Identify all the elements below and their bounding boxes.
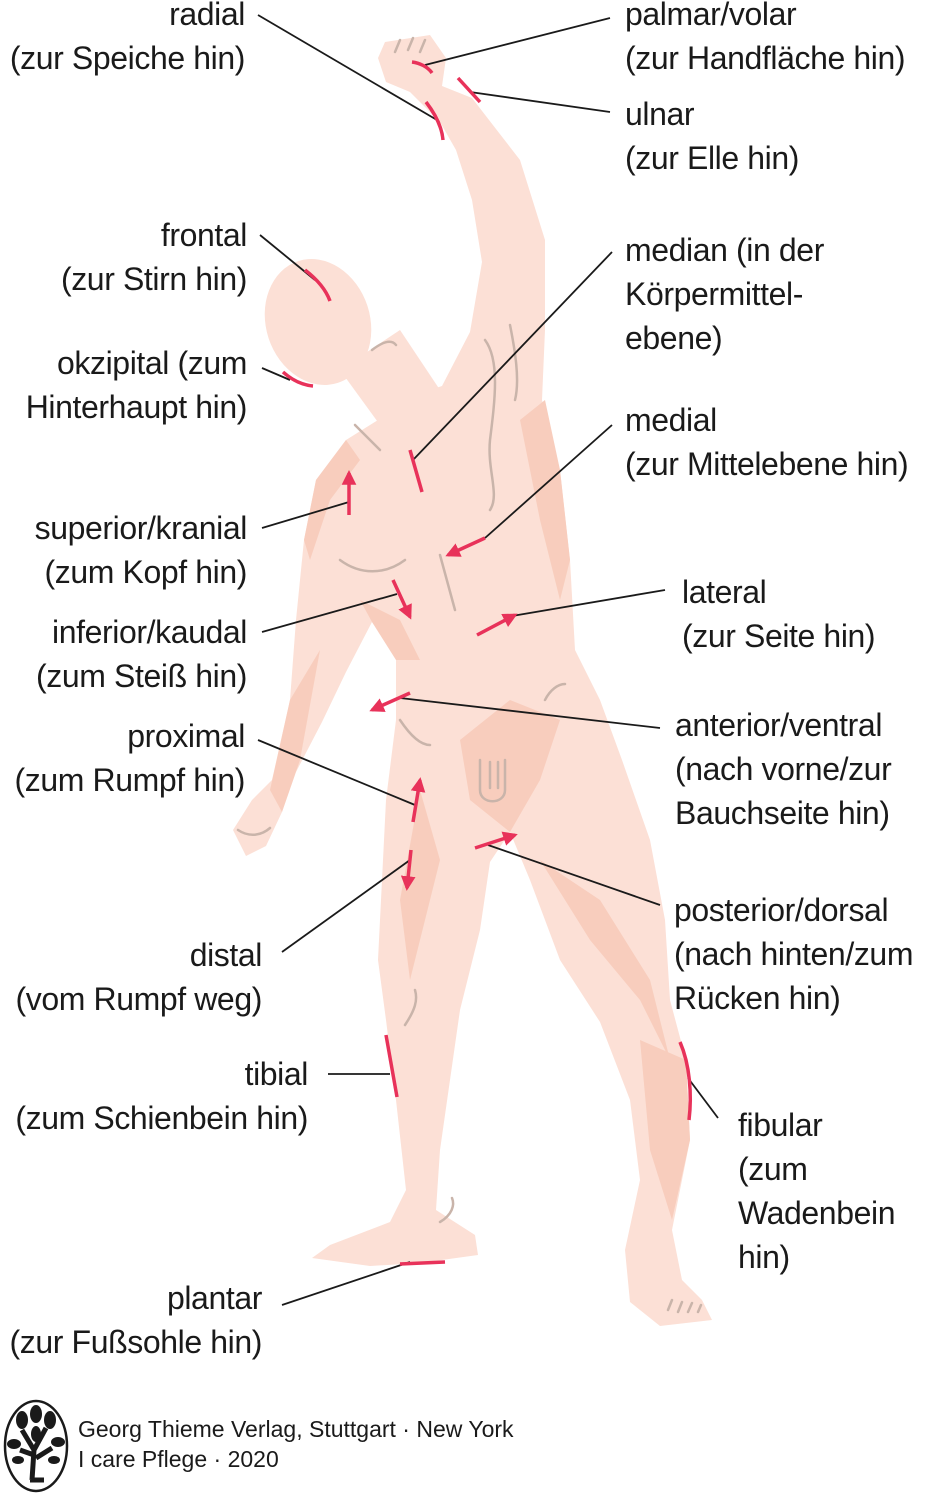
label-frontal: frontal (zur Stirn hin) <box>61 213 247 301</box>
leader-plantar <box>281 1261 411 1306</box>
marker-median <box>408 449 424 493</box>
leader-proximal <box>257 739 416 806</box>
marker-tibial <box>384 1034 399 1098</box>
leader-median <box>412 251 613 461</box>
label-term: tibial <box>244 1056 309 1092</box>
label-distal: distal (vom Rumpf weg) <box>15 933 262 1021</box>
label-description: (zur Stirn hin) <box>60 261 247 297</box>
label-median: median (in der Körpermittel- ebene) <box>625 228 824 360</box>
label-term: median (in der <box>625 232 824 268</box>
label-term: superior/kranial <box>34 510 248 546</box>
label-fibular: fibular (zum Wadenbein hin) <box>738 1103 896 1279</box>
label-description: (zum <box>738 1151 808 1187</box>
label-proximal: proximal (zum Rumpf hin) <box>14 714 245 802</box>
label-medial: medial (zur Mittelebene hin) <box>625 398 909 486</box>
leader-posterior <box>487 844 661 906</box>
leader-ulnar <box>469 91 611 113</box>
marker-plantar <box>399 1260 446 1266</box>
arrow-lateral <box>476 613 518 637</box>
publication-line: I care Pflege · 2020 <box>78 1446 279 1472</box>
label-description: (zur Mittelebene hin) <box>625 446 909 482</box>
label-term: proximal <box>127 718 245 754</box>
marker-palmar <box>411 60 434 75</box>
arrow-medial <box>445 536 486 557</box>
label-description: Hinterhaupt hin) <box>25 389 248 425</box>
publisher-credit: Georg Thieme Verlag, Stuttgart · New Yor… <box>78 1414 514 1474</box>
label-description: (zur Handfläche hin) <box>625 40 906 76</box>
label-description: (zur Seite hin) <box>682 618 876 654</box>
leader-distal <box>281 859 411 953</box>
label-palmar: palmar/volar (zur Handfläche hin) <box>625 0 906 80</box>
leader-lateral <box>511 589 666 617</box>
marker-fibular <box>678 1041 692 1121</box>
label-description: (zur Speiche hin) <box>9 40 245 76</box>
label-description: ebene) <box>625 320 723 356</box>
label-superior: superior/kranial (zum Kopf hin) <box>34 506 248 594</box>
marker-radial <box>424 100 445 141</box>
leader-inferior <box>261 593 398 633</box>
label-description: (nach vorne/zur <box>675 751 892 787</box>
label-lateral: lateral (zur Seite hin) <box>682 570 876 658</box>
leader-lines <box>257 14 719 1306</box>
label-description: Bauchseite hin) <box>675 795 890 831</box>
label-tibial: tibial (zum Schienbein hin) <box>15 1052 308 1140</box>
label-term: medial <box>625 402 717 438</box>
label-term: okzipital (zum <box>56 345 247 381</box>
marker-ulnar <box>456 76 482 104</box>
arrow-anterior <box>369 691 411 712</box>
body-silhouette <box>233 35 712 1326</box>
arrow-posterior <box>474 831 518 850</box>
leader-fibular <box>687 1077 719 1119</box>
label-plantar: plantar (zur Fußsohle hin) <box>9 1276 263 1364</box>
label-radial: radial (zur Speiche hin) <box>10 0 245 80</box>
body-shadows <box>270 400 690 1220</box>
leader-radial <box>257 14 438 121</box>
label-description: (nach hinten/zum <box>674 936 914 972</box>
label-ulnar: ulnar (zur Elle hin) <box>625 92 799 180</box>
label-term: plantar <box>166 1280 262 1316</box>
arrow-distal <box>400 849 416 891</box>
marker-okzipital <box>281 370 314 388</box>
label-term: posterior/dorsal <box>674 892 889 928</box>
label-description: (zum Kopf hin) <box>44 554 248 590</box>
label-term: anterior/ventral <box>675 707 883 743</box>
label-description: hin) <box>738 1239 790 1275</box>
leader-anterior <box>399 697 661 729</box>
label-description: (zur Elle hin) <box>625 140 800 176</box>
label-term: frontal <box>160 217 248 253</box>
label-term: lateral <box>682 574 767 610</box>
leader-okzipital <box>261 367 291 381</box>
label-term: distal <box>189 937 263 973</box>
label-description: (vom Rumpf weg) <box>15 981 262 1017</box>
label-term: fibular <box>738 1107 823 1143</box>
marker-frontal <box>303 268 332 302</box>
label-description: (zur Fußsohle hin) <box>9 1324 263 1360</box>
body-contours <box>236 36 703 1314</box>
label-inferior: inferior/kaudal (zum Steiß hin) <box>36 610 247 698</box>
arrow-proximal <box>410 777 426 823</box>
label-description: Wadenbein <box>738 1195 896 1231</box>
leader-medial <box>484 424 613 539</box>
label-description: Rücken hin) <box>674 980 841 1016</box>
label-description: Körpermittel- <box>625 276 803 312</box>
publisher-line: Georg Thieme Verlag, Stuttgart · New Yor… <box>78 1416 514 1442</box>
label-posterior: posterior/dorsal (nach hinten/zum Rücken… <box>674 888 913 1020</box>
label-anterior: anterior/ventral (nach vorne/zur Bauchse… <box>675 703 892 835</box>
leader-palmar <box>424 17 611 66</box>
tree-logo <box>3 1399 69 1493</box>
label-term: inferior/kaudal <box>51 614 247 650</box>
label-okzipital: okzipital (zum Hinterhaupt hin) <box>25 341 248 429</box>
label-term: palmar/volar <box>625 0 797 32</box>
label-term: ulnar <box>625 96 695 132</box>
label-description: (zum Rumpf hin) <box>14 762 245 798</box>
direction-markers <box>281 60 692 1266</box>
label-term: radial <box>169 0 245 32</box>
arrow-inferior <box>391 579 412 620</box>
label-description: (zum Schienbein hin) <box>15 1100 308 1136</box>
label-description: (zum Steiß hin) <box>36 658 247 694</box>
leader-superior <box>261 501 350 529</box>
